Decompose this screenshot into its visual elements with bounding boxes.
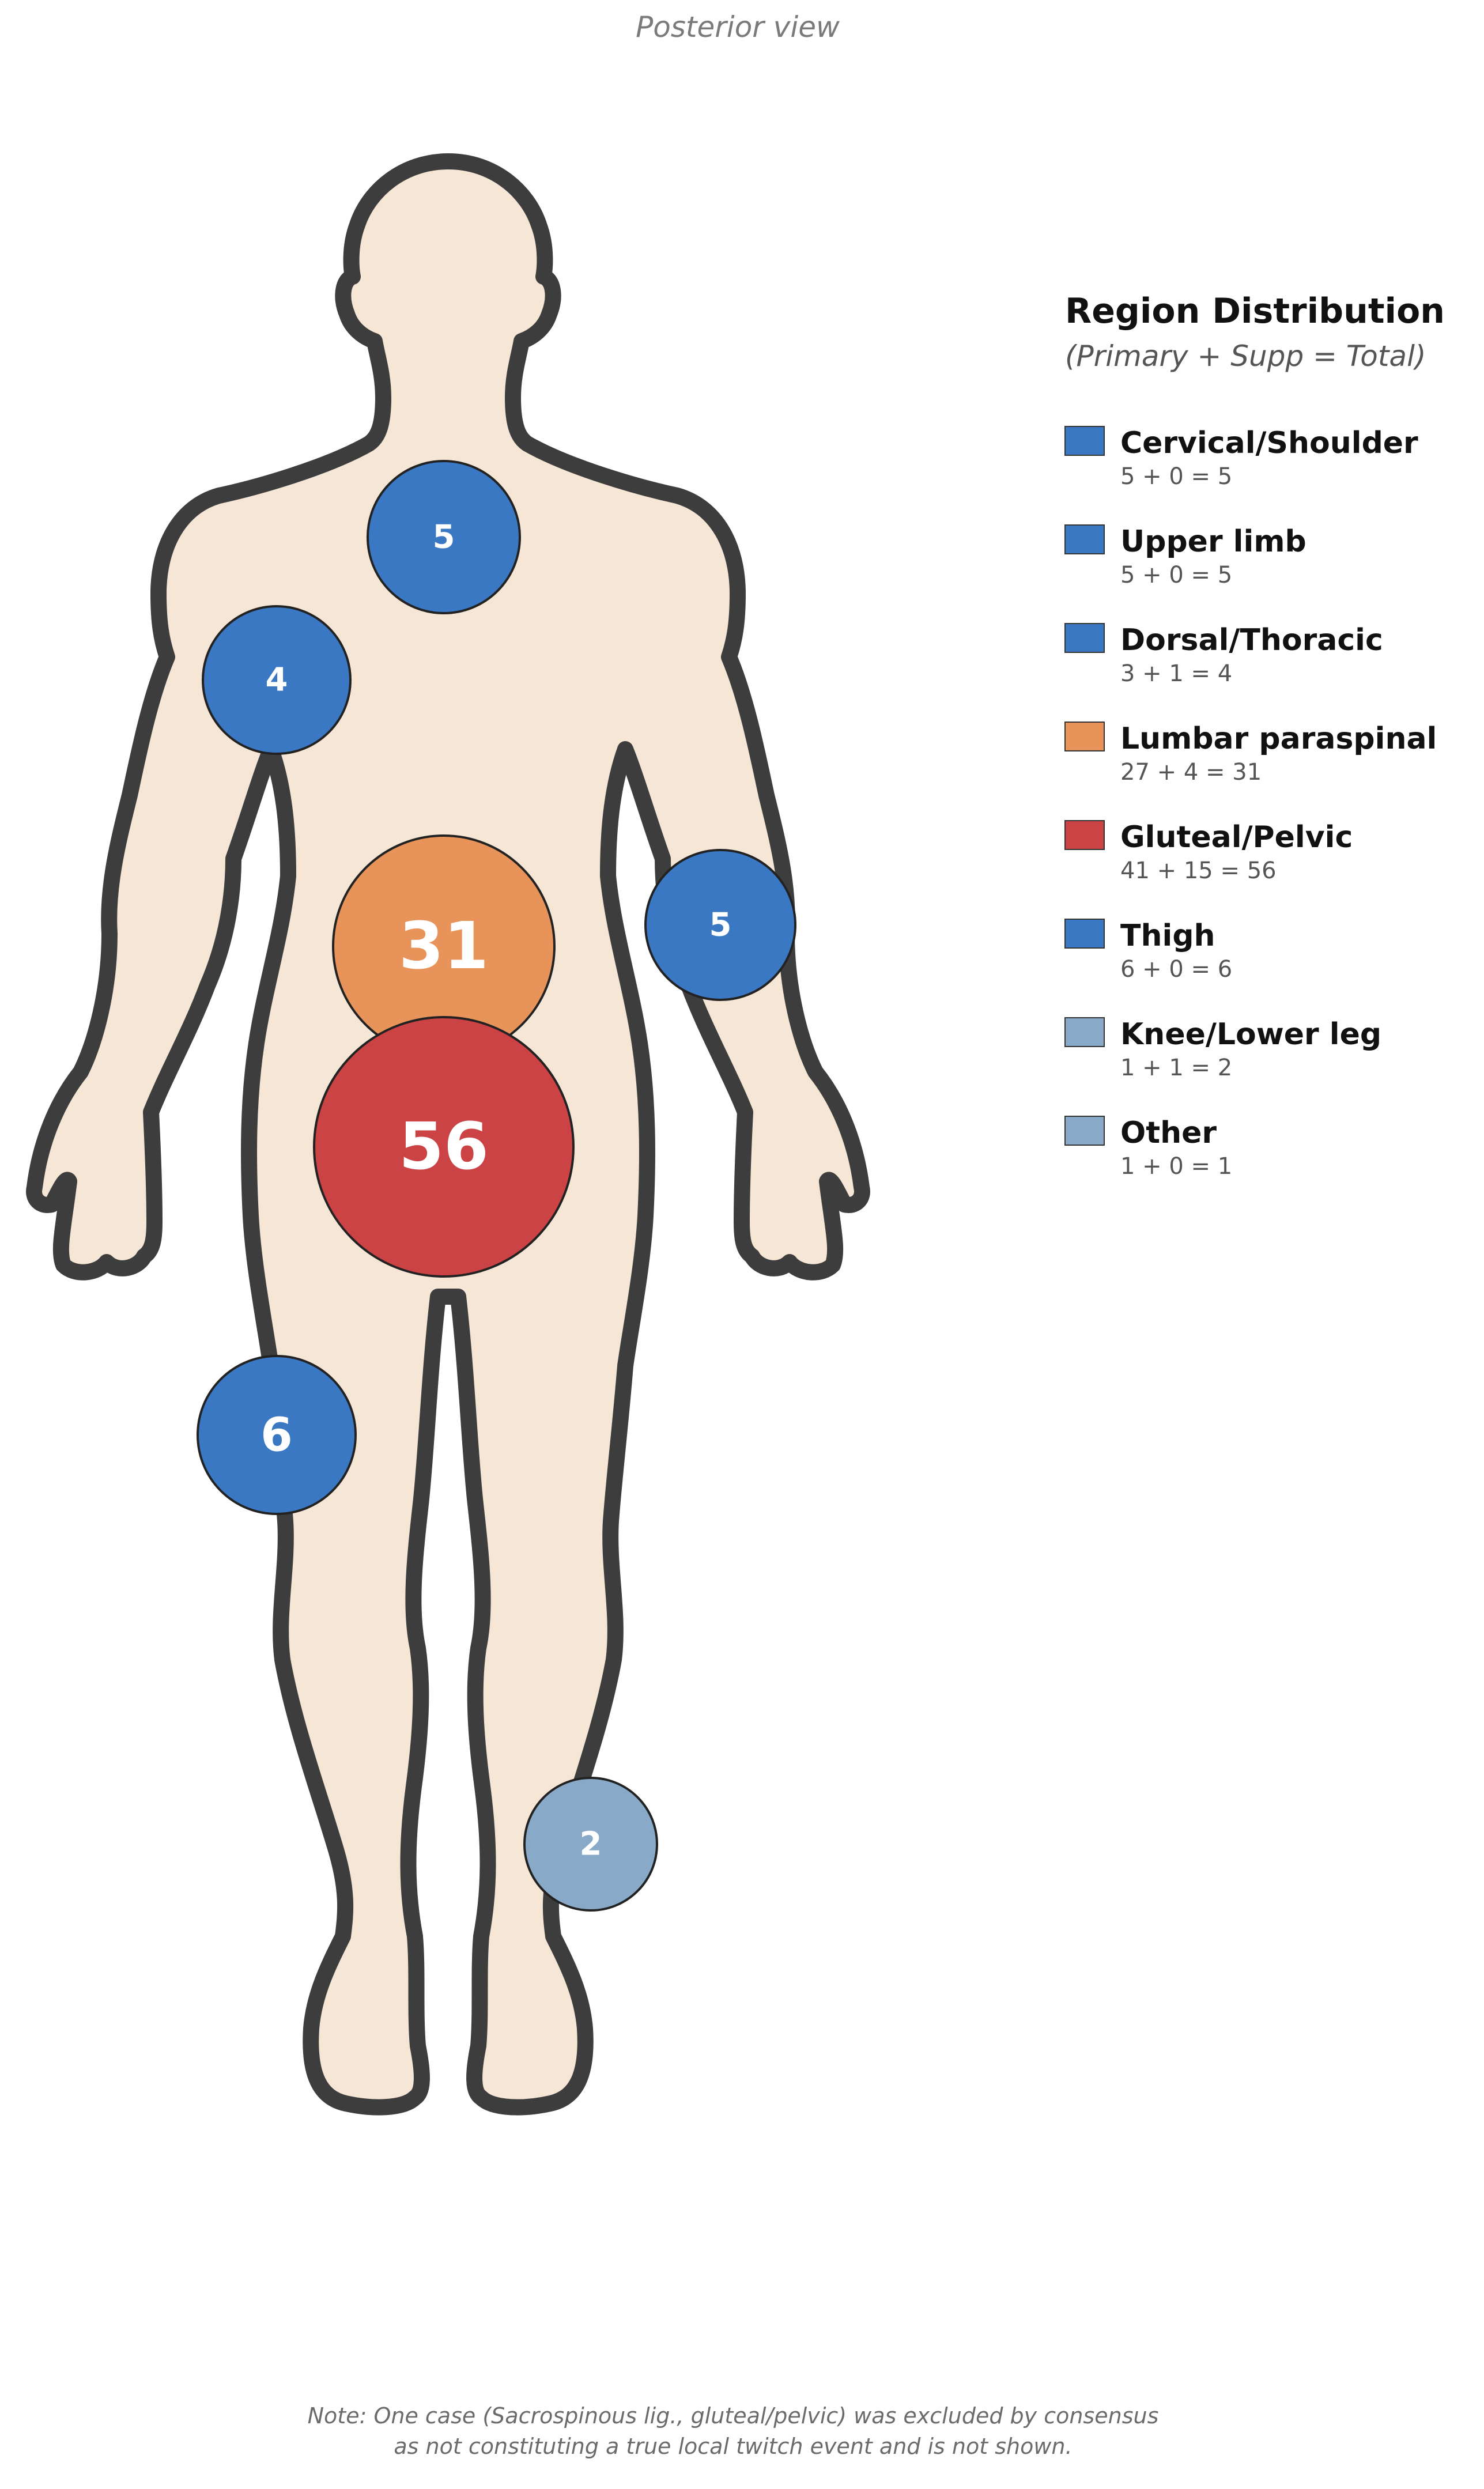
legend-swatch	[1064, 623, 1105, 653]
note-line-1: Note: One case (Sacrospinous lig., glute…	[308, 2403, 1159, 2428]
legend-item-gluteal-pelvic: Gluteal/Pelvic 41 + 15 = 56	[1064, 820, 1353, 884]
bubble-value: 6	[260, 1408, 293, 1462]
region-bubbles: 5 4 5 31 56 6 2	[197, 460, 796, 1912]
legend-formula: 5 + 0 = 5	[1120, 463, 1232, 490]
view-title: Posterior view	[636, 10, 840, 44]
legend-swatch	[1064, 1017, 1105, 1047]
legend-label: Knee/Lower leg	[1120, 1017, 1381, 1052]
legend-label: Cervical/Shoulder	[1120, 426, 1418, 460]
legend-label: Dorsal/Thoracic	[1120, 623, 1383, 658]
bubble-circle	[523, 1777, 658, 1912]
legend-label: Upper limb	[1120, 524, 1306, 559]
legend-item-upper-limb: Upper limb 5 + 0 = 5	[1064, 524, 1306, 588]
legend-item-other: Other 1 + 0 = 1	[1064, 1116, 1232, 1180]
legend-label: Lumbar paraspinal	[1120, 722, 1437, 756]
bubble-value: 31	[399, 909, 489, 984]
legend-swatch	[1064, 722, 1105, 751]
legend-swatch	[1064, 426, 1105, 456]
bubble-value: 5	[433, 519, 455, 556]
bubble-circle	[202, 605, 352, 755]
bubble-thigh: 6	[197, 1355, 357, 1515]
legend-formula: 3 + 1 = 4	[1120, 660, 1232, 687]
bubble-upper-limb: 5	[644, 849, 796, 1001]
bubble-gluteal-pelvic: 56	[313, 1016, 575, 1278]
legend-swatch	[1064, 919, 1105, 949]
legend-subtitle: (Primary + Supp = Total)	[1065, 339, 1426, 373]
bubble-value: 2	[580, 1826, 602, 1863]
legend-label: Thigh	[1120, 919, 1215, 953]
legend-item-lumbar-paraspinal: Lumbar paraspinal 27 + 4 = 31	[1064, 722, 1437, 785]
bubble-circle	[367, 460, 521, 614]
bubble-circle	[644, 849, 796, 1001]
legend-swatch	[1064, 524, 1105, 554]
note-line-2: as not constituting a true local twitch …	[394, 2434, 1072, 2459]
legend-item-cervical-shoulder: Cervical/Shoulder 5 + 0 = 5	[1064, 426, 1418, 490]
legend: Region Distribution (Primary + Supp = To…	[1064, 291, 1445, 1180]
bubble-circle	[313, 1016, 575, 1278]
bubble-cervical-shoulder: 5	[367, 460, 521, 614]
legend-label: Other	[1120, 1116, 1217, 1150]
legend-formula: 5 + 0 = 5	[1120, 562, 1232, 588]
bubble-value: 4	[266, 662, 288, 699]
legend-formula: 1 + 0 = 1	[1120, 1153, 1232, 1180]
legend-swatch	[1064, 1116, 1105, 1146]
legend-item-knee-lower-leg: Knee/Lower leg 1 + 1 = 2	[1064, 1017, 1381, 1081]
legend-formula: 27 + 4 = 31	[1120, 759, 1262, 785]
legend-formula: 41 + 15 = 56	[1120, 858, 1277, 884]
legend-label: Gluteal/Pelvic	[1120, 820, 1353, 855]
legend-formula: 6 + 0 = 6	[1120, 956, 1232, 983]
bubble-circle	[197, 1355, 357, 1515]
bubble-value: 56	[399, 1109, 489, 1184]
bubble-dorsal-thoracic: 4	[202, 605, 352, 755]
legend-title: Region Distribution	[1065, 291, 1445, 331]
legend-swatch	[1064, 820, 1105, 850]
legend-items: Cervical/Shoulder 5 + 0 = 5 Upper limb 5 + …	[1064, 426, 1437, 1180]
legend-formula: 1 + 1 = 2	[1120, 1055, 1232, 1081]
bubble-knee-lower-leg: 2	[523, 1777, 658, 1912]
bubble-value: 5	[709, 907, 732, 944]
legend-item-thigh: Thigh 6 + 0 = 6	[1064, 919, 1232, 983]
